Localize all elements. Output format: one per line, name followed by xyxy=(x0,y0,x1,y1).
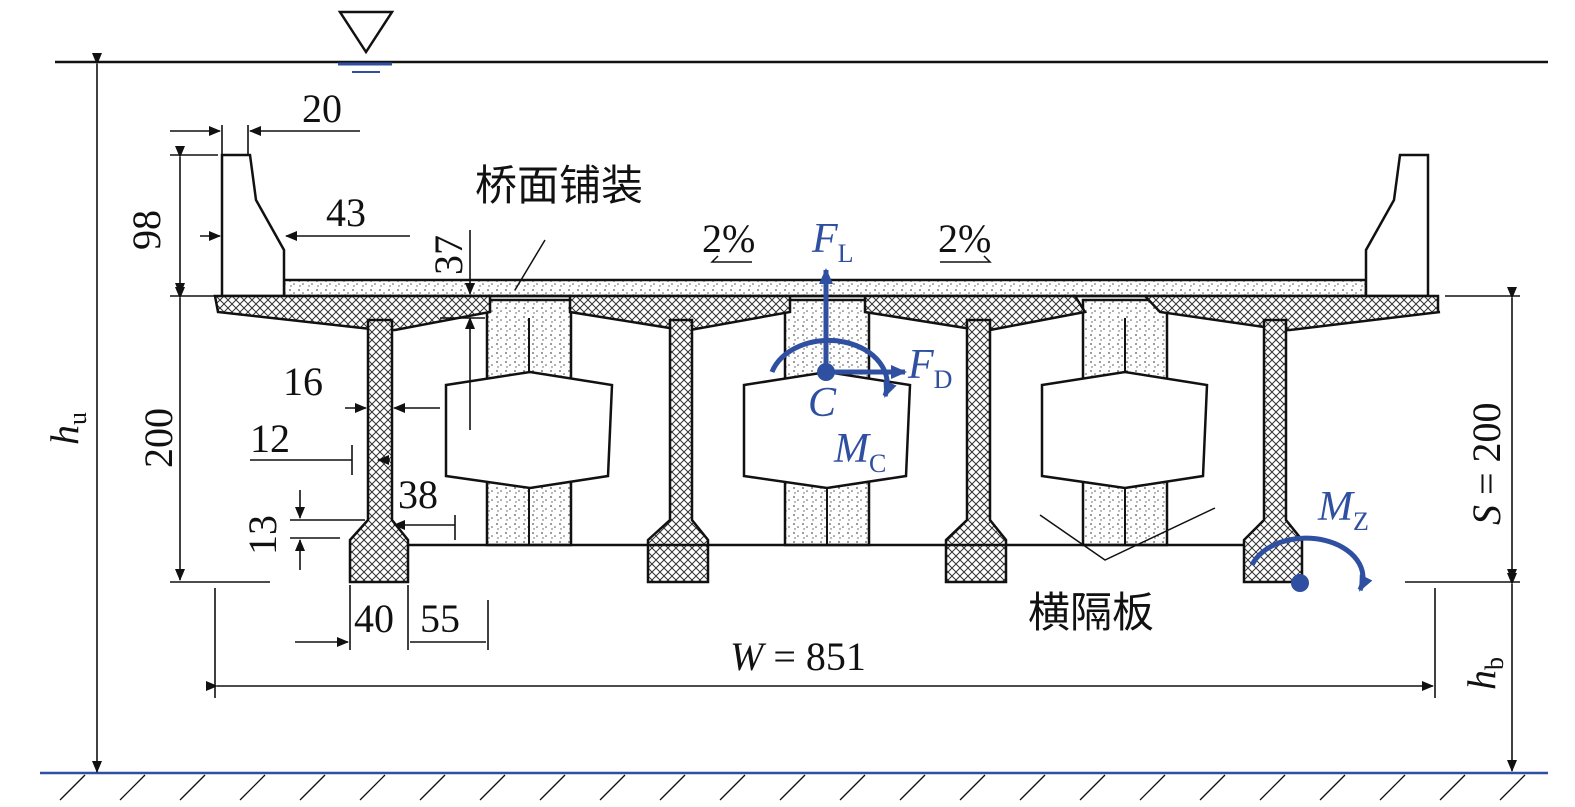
paving-leader xyxy=(514,239,546,291)
span-s-label: S = 200 xyxy=(1464,402,1509,525)
diaphragm-leader xyxy=(1039,507,1216,561)
slope-right-label: 2% xyxy=(938,216,991,261)
dim-37: 37 xyxy=(426,235,471,275)
centroid-point xyxy=(817,363,835,381)
hu-label: hu xyxy=(42,412,92,445)
moment-c-arrow xyxy=(769,337,897,398)
moment-z-arrow xyxy=(1249,535,1373,592)
slope-left-arrow xyxy=(710,255,752,263)
slope-right-arrow xyxy=(940,255,992,263)
deck-slab xyxy=(213,294,1441,332)
barrier-left xyxy=(220,153,286,298)
dim-200: 200 xyxy=(136,408,181,468)
slope-left-label: 2% xyxy=(702,216,755,261)
drag-force-label: FD xyxy=(907,342,952,394)
diaphragm-openings xyxy=(444,370,1209,490)
lift-force-label: FL xyxy=(811,216,854,268)
moment-c-label: MC xyxy=(833,426,886,478)
hb-label: hb xyxy=(1459,657,1509,690)
ground-line xyxy=(40,771,1548,801)
dim-16: 16 xyxy=(283,359,323,404)
diaphragm-label: 横隔板 xyxy=(1028,588,1154,637)
dim-43: 43 xyxy=(326,190,366,235)
dim-38: 38 xyxy=(398,472,438,517)
dim-20: 20 xyxy=(302,86,342,131)
dim-40: 40 xyxy=(354,596,394,641)
centroid-label: C xyxy=(808,380,837,426)
barrier-right xyxy=(1364,153,1430,298)
dim-55: 55 xyxy=(420,596,460,641)
dim-13: 13 xyxy=(240,515,285,555)
dimension-lines xyxy=(92,53,1520,773)
dim-98: 98 xyxy=(124,210,169,250)
moment-z-label: MZ xyxy=(1317,484,1369,536)
force-annotations xyxy=(769,268,1373,592)
moment-z-point xyxy=(1291,574,1309,592)
dim-12: 12 xyxy=(250,416,290,461)
width-label: W = 851 xyxy=(730,634,866,679)
water-level-symbol xyxy=(337,10,395,55)
water-surface xyxy=(55,10,1548,73)
deck-paving-label: 桥面铺装 xyxy=(475,161,643,210)
